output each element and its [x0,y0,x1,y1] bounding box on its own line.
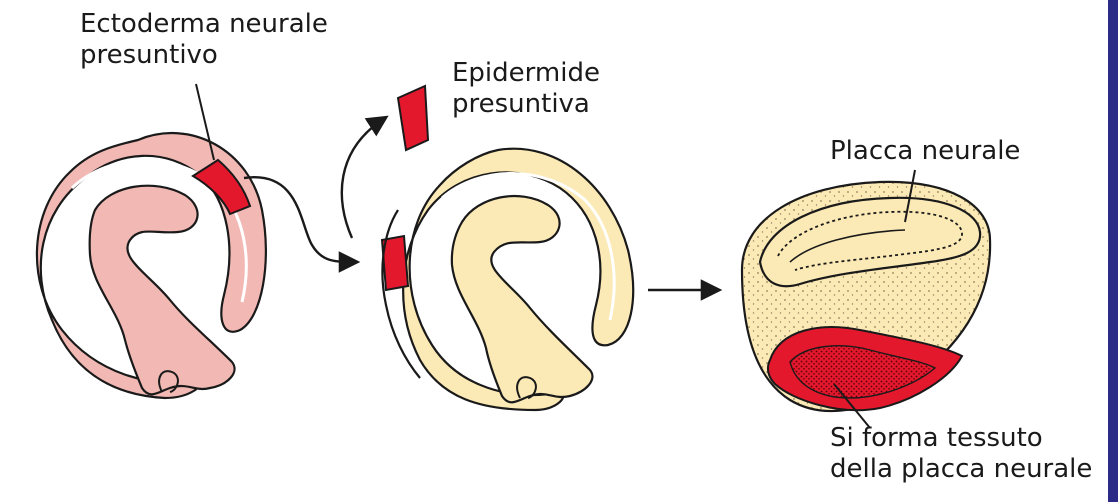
label-epidermis: Epidermide presuntiva [452,58,600,120]
label-forming-line1: Si forma tessuto [830,423,1092,454]
label-forming-line2: della placca neurale [830,454,1092,485]
side-bar [1108,0,1118,502]
embryo-result [742,182,990,411]
label-ectoderm-line2: presuntivo [80,40,328,71]
body-pink [90,186,235,395]
label-epidermis-line2: presuntiva [452,89,600,120]
label-forming: Si forma tessuto della placca neurale [830,423,1092,485]
removal-arrow [342,118,385,238]
label-ectoderm: Ectoderma neurale presuntivo [80,9,328,71]
label-neural-plate: Placca neurale [830,136,1020,167]
embryo-donor [37,133,266,398]
label-epidermis-line1: Epidermide [452,58,600,89]
embryo-host [382,149,633,410]
label-ectoderm-line1: Ectoderma neurale [80,9,328,40]
removed-epidermis-patch [398,86,428,150]
label-neural-plate-text: Placca neurale [830,136,1020,167]
body-cream [452,196,593,402]
